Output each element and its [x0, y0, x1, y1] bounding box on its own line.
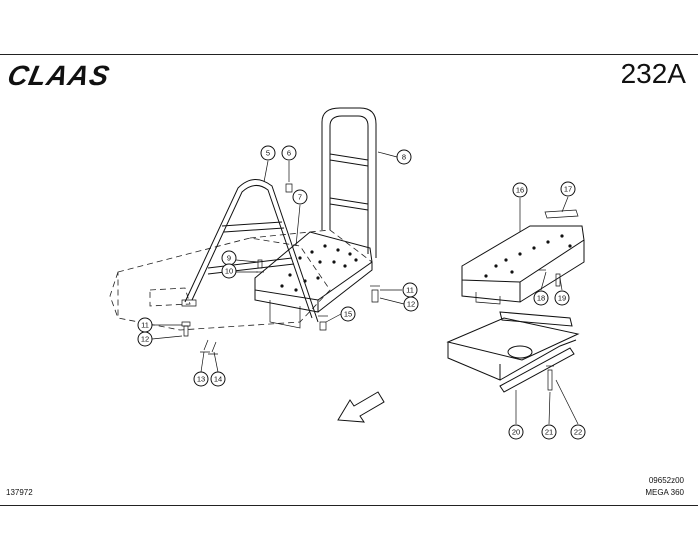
svg-text:14: 14	[214, 375, 222, 384]
drawing-code: 09652z00	[648, 476, 684, 485]
callout-11: 11	[402, 282, 418, 298]
svg-text:10: 10	[225, 267, 233, 276]
callout-20: 20	[508, 424, 524, 440]
svg-text:12: 12	[407, 300, 415, 309]
callout-8: 8	[396, 149, 412, 165]
callout-5: 5	[260, 145, 276, 161]
document-number: 137972	[6, 488, 33, 497]
callout-22: 22	[570, 424, 586, 440]
handrail-front	[181, 179, 319, 323]
callout-19: 19	[554, 290, 570, 306]
svg-text:8: 8	[402, 153, 406, 162]
callout-14: 14	[210, 371, 226, 387]
direction-arrow	[337, 391, 385, 423]
svg-text:7: 7	[298, 193, 302, 202]
svg-text:18: 18	[537, 294, 545, 303]
page-frame	[0, 54, 698, 506]
svg-text:12: 12	[141, 335, 149, 344]
callout-15: 15	[340, 306, 356, 322]
callout-6: 6	[281, 145, 297, 161]
svg-text:16: 16	[516, 186, 524, 195]
bracket-box	[461, 209, 585, 305]
svg-text:21: 21	[545, 428, 553, 437]
callout-12: 12	[403, 296, 419, 312]
callout-11-left: 11	[137, 317, 153, 333]
callout-13: 13	[193, 371, 209, 387]
svg-text:11: 11	[406, 286, 414, 295]
callout-21: 21	[541, 424, 557, 440]
svg-text:13: 13	[197, 375, 205, 384]
callout-18: 18	[533, 290, 549, 306]
svg-text:20: 20	[512, 428, 520, 437]
callout-17: 17	[560, 181, 576, 197]
callout-16: 16	[512, 182, 528, 198]
svg-text:9: 9	[227, 254, 231, 263]
svg-text:6: 6	[287, 149, 291, 158]
svg-text:5: 5	[266, 149, 270, 158]
handrail-rear	[321, 107, 377, 258]
model-name: MEGA 360	[645, 488, 684, 497]
mounting-bracket	[446, 269, 580, 393]
page-number: 232A	[620, 58, 686, 89]
callout-12-left: 12	[137, 331, 153, 347]
svg-text:22: 22	[574, 428, 582, 437]
callout-7: 7	[292, 189, 308, 205]
svg-text:17: 17	[564, 185, 572, 194]
callout-10: 10	[221, 263, 237, 279]
bolts-left	[181, 183, 380, 355]
svg-text:11: 11	[141, 321, 149, 330]
svg-text:15: 15	[344, 310, 352, 319]
leader-lines	[151, 151, 579, 425]
step-platform	[254, 231, 373, 329]
svg-text:19: 19	[558, 294, 566, 303]
callout-9: 9	[221, 250, 237, 266]
ghost-outline	[109, 229, 373, 331]
